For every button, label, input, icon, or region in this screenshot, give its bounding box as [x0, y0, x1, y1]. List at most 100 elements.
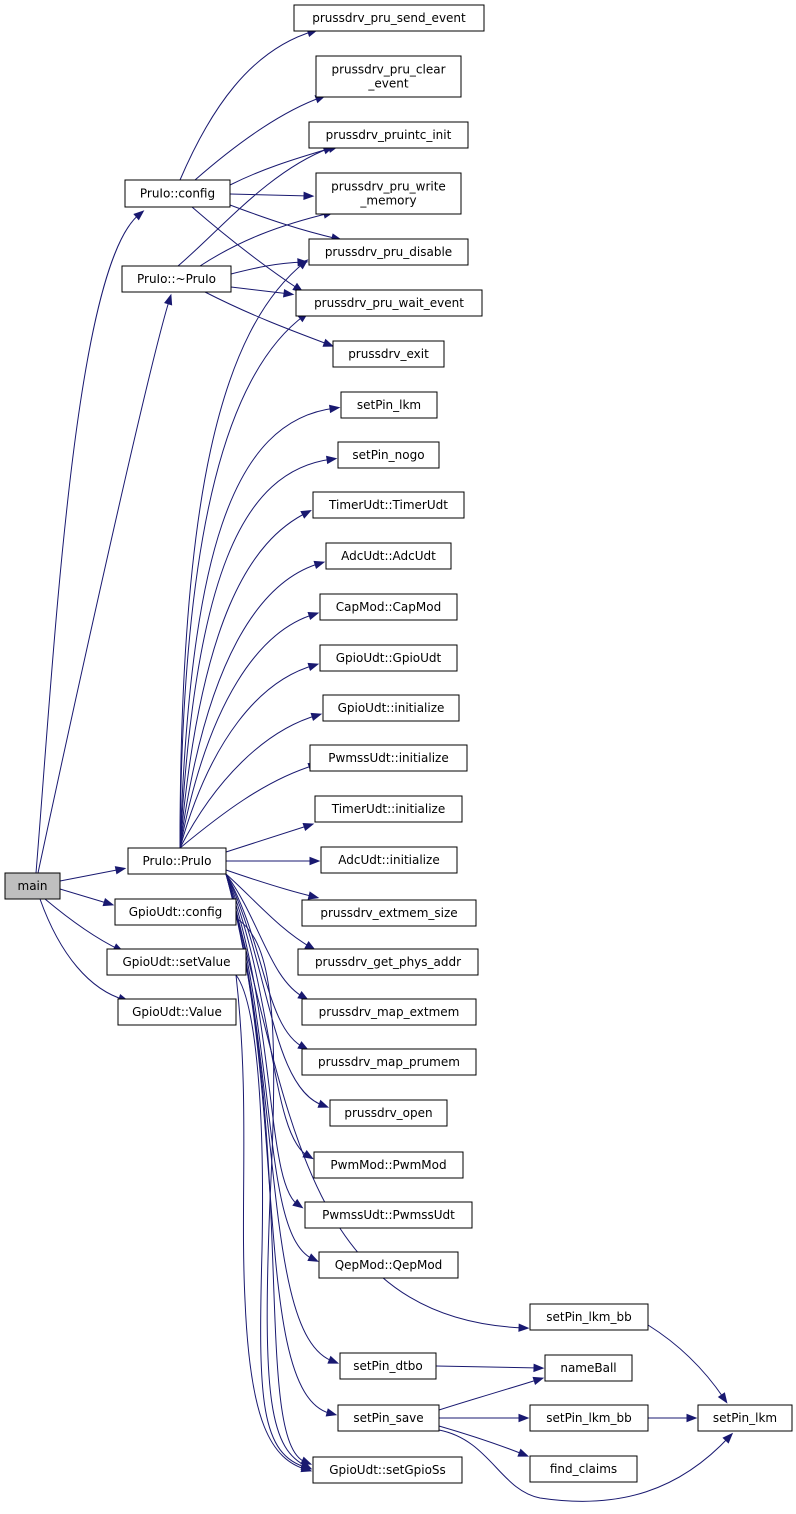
node-prussdrv-open[interactable]: prussdrv_open	[329, 1099, 448, 1127]
edge-arrowhead	[717, 1392, 728, 1404]
edge-pruio_ctor-to-gpioudt_init	[179, 712, 323, 849]
node-main[interactable]: main	[4, 872, 61, 900]
edge-line	[225, 824, 311, 853]
node-box	[308, 121, 469, 149]
edge-pruio_config-to-clear_event	[194, 95, 327, 181]
edge-arrowhead	[102, 898, 115, 907]
node-pwmssudt-init[interactable]: PwmssUdt::initialize	[309, 744, 468, 772]
edge-arrowhead	[307, 891, 320, 900]
node-box	[319, 593, 458, 621]
node-nameball[interactable]: nameBall	[544, 1354, 633, 1382]
edge-line	[44, 898, 121, 951]
node-box	[114, 898, 237, 926]
node-map-prumem[interactable]: prussdrv_map_prumem	[301, 1048, 477, 1076]
node-box	[301, 899, 477, 927]
node-write-memory[interactable]: prussdrv_pru_write_memory	[315, 172, 462, 215]
edge-pruio_ctor-to-pwmssudt_ctor	[225, 873, 304, 1209]
edge-arrowhead	[302, 822, 315, 832]
edge-gpioudt_setvalue-to-gpioudt_setgpioss	[235, 974, 313, 1473]
node-box	[529, 1303, 649, 1331]
edge-arrowhead	[297, 991, 309, 1001]
edge-arrowhead	[533, 1363, 545, 1373]
node-box	[121, 265, 232, 293]
edge-line	[225, 873, 306, 1049]
edge-arrowhead	[326, 455, 338, 465]
edge-line	[225, 873, 306, 999]
node-find-claims[interactable]: find_claims	[529, 1455, 638, 1483]
node-map-extmem[interactable]: prussdrv_map_extmem	[301, 998, 477, 1026]
node-box	[315, 55, 462, 98]
node-get-phys-addr[interactable]: prussdrv_get_phys_addr	[297, 948, 479, 976]
edge-setpin_save-to-setpin_lkm_bottom	[438, 1429, 734, 1502]
node-box	[697, 1404, 793, 1432]
edge-line	[179, 664, 316, 849]
edge-line	[179, 714, 319, 849]
node-label: PruIo::PruIo	[143, 854, 212, 868]
node-timerudt-init[interactable]: TimerUdt::initialize	[314, 795, 463, 823]
edge-setpin_lkm_bb_b-to-setpin_lkm_bottom	[648, 1413, 698, 1423]
node-gpioudt-setgpioss[interactable]: GpioUdt::setGpioSs	[312, 1456, 463, 1484]
node-gpioudt-config[interactable]: GpioUdt::config	[114, 898, 237, 926]
edge-arrowhead	[686, 1413, 698, 1423]
edge-arrowhead	[114, 866, 127, 875]
edge-arrowhead	[327, 1355, 340, 1364]
edge-line	[230, 261, 305, 275]
node-send-event[interactable]: prussdrv_pru_send_event	[293, 4, 485, 32]
node-setpin-dtbo[interactable]: setPin_dtbo	[339, 1352, 437, 1380]
edge-line	[191, 206, 301, 291]
node-pwmssudt-ctor[interactable]: PwmssUdt::PwmssUdt	[304, 1201, 473, 1229]
node-label: prussdrv_extmem_size	[320, 906, 457, 920]
node-prussdrv-exit[interactable]: prussdrv_exit	[332, 340, 445, 368]
node-label: prussdrv_pru_clear	[331, 63, 445, 77]
node-setpin-lkm-top[interactable]: setPin_lkm	[340, 391, 438, 419]
node-adcudt-init[interactable]: AdcUdt::initialize	[320, 846, 458, 874]
edge-setpin_dtbo-to-nameball	[435, 1363, 545, 1373]
edge-arrowhead	[303, 191, 315, 201]
node-pruio-dtor[interactable]: PruIo::~PruIo	[121, 265, 232, 293]
node-extmem-size[interactable]: prussdrv_extmem_size	[301, 899, 477, 927]
node-setpin-lkm-bottom[interactable]: setPin_lkm	[697, 1404, 793, 1432]
node-pru-disable[interactable]: prussdrv_pru_disable	[308, 238, 469, 266]
node-setpin-save[interactable]: setPin_save	[337, 1404, 440, 1432]
edge-line	[179, 562, 322, 849]
edge-setpin_save-to-find_claims	[438, 1425, 530, 1457]
edge-arrowhead	[518, 1413, 530, 1423]
node-adcudt-ctor[interactable]: AdcUdt::AdcUdt	[325, 542, 452, 570]
node-pruio-config[interactable]: PruIo::config	[124, 179, 231, 208]
edge-pruio_dtor-to-wait_event	[230, 286, 295, 298]
node-label: prussdrv_map_extmem	[319, 1005, 460, 1019]
edge-line	[229, 193, 311, 197]
node-pwmmod-ctor[interactable]: PwmMod::PwmMod	[313, 1151, 464, 1179]
node-setpin-lkm-bb-b[interactable]: setPin_lkm_bb	[529, 1404, 649, 1432]
node-pruintc-init[interactable]: prussdrv_pruintc_init	[308, 121, 469, 149]
node-label: GpioUdt::initialize	[338, 701, 445, 715]
node-clear-event[interactable]: prussdrv_pru_clear_event	[315, 55, 462, 98]
node-label: find_claims	[550, 1462, 617, 1476]
node-gpioudt-init[interactable]: GpioUdt::initialize	[322, 694, 460, 722]
node-label: prussdrv_pru_wait_event	[314, 296, 464, 310]
node-gpioudt-setvalue[interactable]: GpioUdt::setValue	[106, 948, 247, 976]
node-box	[322, 694, 460, 722]
edge-line	[435, 1365, 541, 1369]
edge-line	[39, 898, 126, 1001]
node-wait-event[interactable]: prussdrv_pru_wait_event	[295, 289, 483, 317]
node-capmod-ctor[interactable]: CapMod::CapMod	[319, 593, 458, 621]
node-timerudt-ctor[interactable]: TimerUdt::TimerUdt	[312, 491, 465, 519]
edge-main-to-pruio_config	[35, 210, 145, 874]
node-pruio-ctor[interactable]: PruIo::PruIo	[127, 847, 227, 875]
node-setpin-nogo[interactable]: setPin_nogo	[337, 441, 440, 469]
edge-arrowhead	[283, 289, 295, 298]
node-qepmod-ctor[interactable]: QepMod::QepMod	[318, 1251, 459, 1279]
node-gpioudt-value[interactable]: GpioUdt::Value	[117, 998, 237, 1026]
node-label: prussdrv_get_phys_addr	[315, 955, 461, 969]
edge-line	[59, 868, 123, 882]
node-box	[339, 1352, 437, 1380]
node-label: prussdrv_pru_send_event	[312, 11, 466, 25]
edge-line	[438, 1378, 541, 1411]
node-setpin-lkm-bb-a[interactable]: setPin_lkm_bb	[529, 1303, 649, 1331]
node-gpioudt-ctor[interactable]: GpioUdt::GpioUdt	[319, 644, 458, 672]
node-box	[318, 1251, 459, 1279]
edge-line	[179, 511, 309, 849]
edge-pruio_ctor-to-pru_disable	[179, 259, 309, 849]
edge-pruio_ctor-to-pwmssudt_init	[179, 762, 320, 849]
